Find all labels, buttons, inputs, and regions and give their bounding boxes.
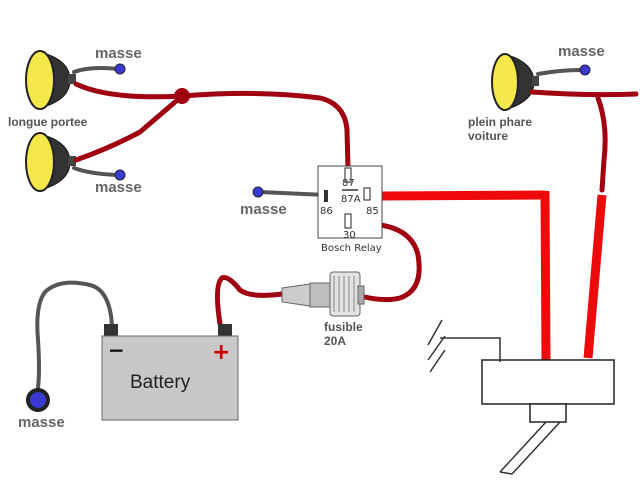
battery: Battery − + (101, 324, 239, 421)
relay-pin-87: 87 (342, 178, 355, 189)
relay-name: Bosch Relay (321, 243, 382, 254)
battery-negative: − (108, 338, 125, 362)
relay-pin-85: 85 (366, 206, 379, 217)
lamp-top-right (491, 53, 539, 111)
battery-positive: + (212, 340, 230, 365)
label-masse-relay: masse (240, 201, 287, 218)
label-masse-battery: masse (18, 414, 65, 431)
relay: 87 87A 86 85 30 Bosch Relay (317, 165, 383, 254)
battery-label: Battery (130, 372, 191, 393)
lamp-top-left (25, 50, 76, 110)
lamp-mid-left (25, 132, 76, 192)
ground-dot-battery (26, 388, 50, 412)
wire-junction (174, 88, 190, 104)
ground-dot-mid-left (114, 169, 126, 181)
label-masse-top-right: masse (558, 43, 605, 60)
label-voiture: voiture (468, 129, 508, 143)
ground-dot-top-left (114, 63, 126, 75)
bright-red-wires (377, 190, 607, 361)
ground-dot-relay (252, 186, 264, 198)
relay-pin-30: 30 (343, 230, 356, 241)
ground-wires (26, 63, 591, 412)
label-masse-top-left: masse (95, 45, 142, 62)
relay-pin-87a: 87A (341, 194, 361, 205)
label-fusible: fusible (324, 320, 363, 334)
fuse (281, 271, 365, 317)
label-fusible-rating: 20A (324, 334, 346, 348)
label-longue-portee: longue portee (8, 115, 88, 129)
dark-red-wires (73, 81, 639, 327)
switch (427, 319, 615, 475)
relay-pin-86: 86 (320, 206, 333, 217)
label-masse-mid-left: masse (95, 179, 142, 196)
label-plein-phare: plein phare (468, 115, 532, 129)
ground-dot-top-right (579, 64, 591, 76)
